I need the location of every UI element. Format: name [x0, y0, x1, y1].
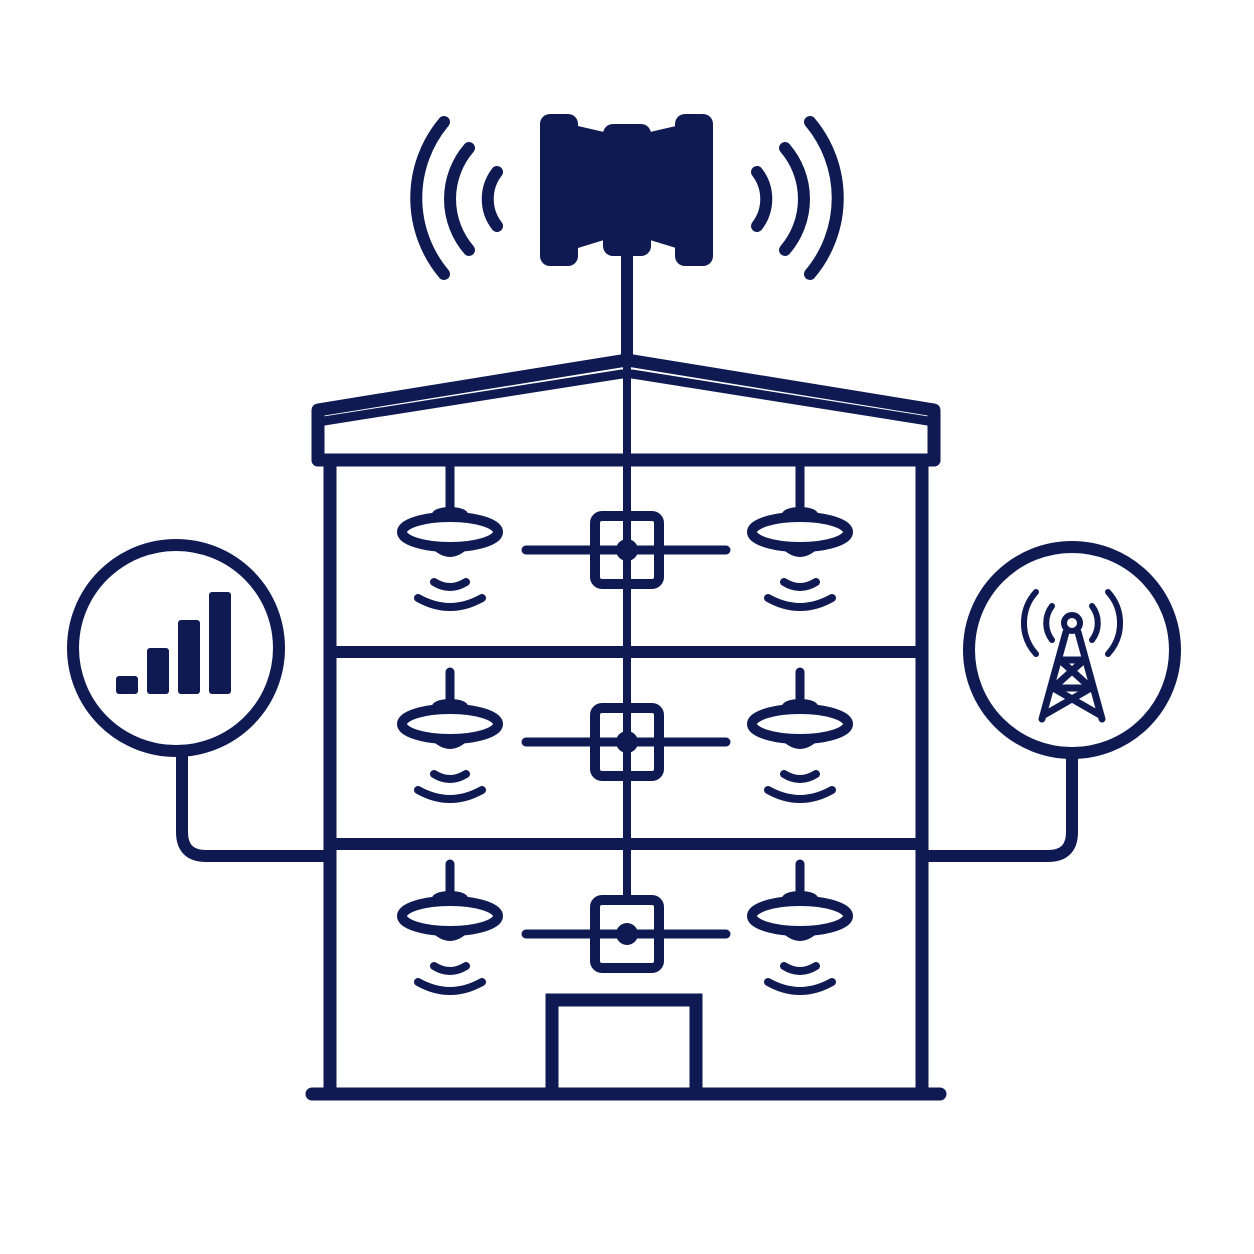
wave-right-inner: [751, 166, 773, 232]
antenna-panel-center: [603, 124, 651, 256]
splitter-box-icon: [590, 895, 664, 973]
tower-badge-circle: [963, 541, 1181, 759]
ceiling-antenna-icon: [747, 667, 853, 803]
floor-1: [397, 455, 853, 611]
floor-equipment: [397, 455, 853, 995]
signal-strength-badge: [67, 539, 336, 862]
roof-inner-left: [319, 369, 627, 426]
splitter-box-icon: [590, 703, 664, 781]
antenna-panel-left: [540, 114, 578, 266]
signal-bars-icon: [116, 592, 231, 694]
cell-tower-badge: [916, 541, 1181, 862]
wave-right-middle: [779, 142, 810, 256]
floor-2: [397, 667, 853, 803]
signal-bar: [209, 592, 231, 694]
ceiling-antenna-icon: [397, 667, 503, 803]
broadcast-waves-icon: [410, 116, 844, 280]
roof-inner-right: [627, 369, 933, 426]
coverage-waves-icon: [764, 962, 836, 995]
signal-bar: [147, 648, 169, 694]
wave-left-outer: [410, 116, 450, 280]
coverage-waves-icon: [414, 770, 486, 803]
coverage-waves-icon: [414, 962, 486, 995]
antenna-brace-left: [578, 126, 604, 248]
signal-bar: [178, 620, 200, 694]
entrance-door: [545, 993, 703, 1101]
cell-tower-icon: [1021, 589, 1123, 723]
wave-left-middle: [444, 142, 475, 256]
coverage-waves-icon: [414, 578, 486, 611]
antenna-panel-right: [675, 114, 713, 266]
coverage-waves-icon: [764, 770, 836, 803]
signal-bar: [116, 676, 138, 694]
wave-right-outer: [804, 116, 844, 280]
building: [305, 353, 947, 1101]
floor-3: [397, 859, 853, 995]
ceiling-antenna-icon: [747, 859, 853, 995]
ceiling-antenna-icon: [397, 455, 503, 611]
signal-badge-circle: [67, 539, 285, 757]
signal-badge-connector: [176, 745, 336, 862]
splitter-box-icon: [590, 511, 664, 589]
panel-antenna-icon: [540, 114, 713, 366]
tower-badge-connector: [916, 747, 1078, 862]
ceiling-antenna-icon: [397, 859, 503, 995]
coverage-waves-icon: [764, 578, 836, 611]
antenna-brace-right: [650, 126, 676, 248]
wave-left-inner: [481, 166, 503, 232]
ceiling-antenna-icon: [747, 455, 853, 611]
